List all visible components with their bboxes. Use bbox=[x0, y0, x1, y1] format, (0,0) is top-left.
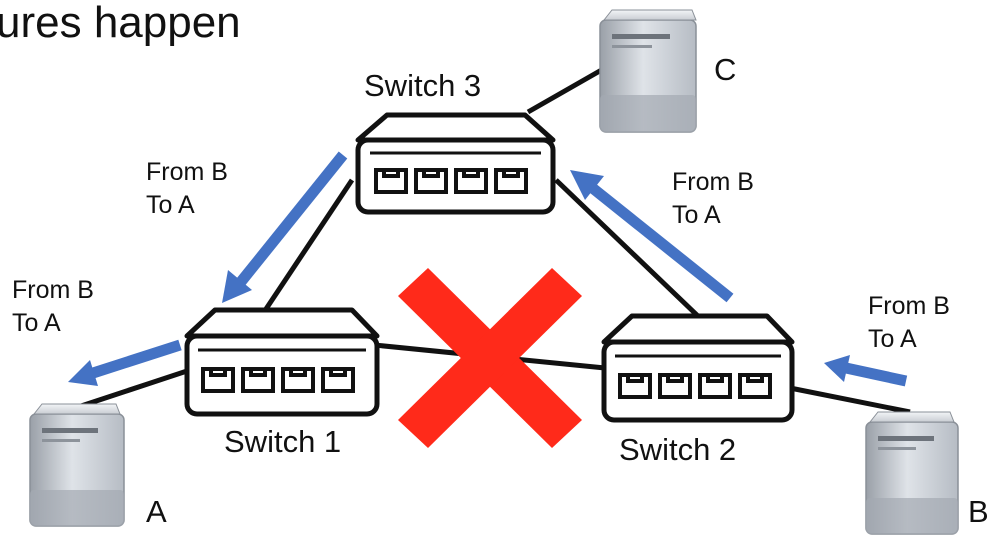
host-a-label: A bbox=[146, 494, 167, 529]
host-a-computer-icon bbox=[29, 403, 125, 527]
slide-title: ures happen bbox=[0, 0, 241, 47]
arrow-label-s2-to-s3: From B To A bbox=[672, 166, 754, 232]
arrow-label-line2: To A bbox=[12, 309, 61, 337]
arrow-s3-to-s1 bbox=[222, 151, 348, 303]
arrow-label-line2: To A bbox=[146, 191, 195, 219]
switch-3-label: Switch 3 bbox=[364, 68, 482, 103]
arrow-label-s1-to-a: From B To A bbox=[12, 274, 94, 340]
arrow-label-line2: To A bbox=[868, 325, 917, 353]
link-failure-x-icon bbox=[398, 268, 582, 448]
switch-3 bbox=[355, 112, 556, 215]
arrow-label-line1: From B bbox=[146, 158, 228, 186]
arrow-label-s3-to-s1: From B To A bbox=[146, 156, 228, 222]
link-s2-b bbox=[789, 385, 911, 415]
arrow-s2-to-s3 bbox=[570, 170, 734, 303]
switch-1-label: Switch 1 bbox=[224, 424, 342, 459]
arrow-label-line2: To A bbox=[672, 201, 721, 229]
link-s3-s2 bbox=[554, 178, 702, 320]
host-b-label: B bbox=[968, 494, 989, 529]
arrow-label-line1: From B bbox=[672, 168, 754, 196]
arrow-label-b-to-s2: From B To A bbox=[868, 290, 950, 356]
arrow-label-line1: From B bbox=[868, 292, 950, 320]
switch-2 bbox=[601, 313, 795, 423]
arrow-s1-to-a bbox=[68, 339, 182, 386]
arrow-b-to-s2 bbox=[824, 355, 908, 387]
host-c-label: C bbox=[714, 52, 737, 87]
switch-2-label: Switch 2 bbox=[619, 432, 737, 467]
arrows bbox=[68, 151, 908, 387]
link-s3-s1 bbox=[259, 178, 355, 317]
link-s3-c bbox=[526, 65, 607, 115]
arrow-label-line1: From B bbox=[12, 276, 94, 304]
link-s1-a bbox=[74, 367, 191, 411]
host-c-computer-icon bbox=[599, 9, 697, 133]
host-b-computer-icon bbox=[865, 411, 959, 535]
switch-1 bbox=[184, 307, 380, 417]
